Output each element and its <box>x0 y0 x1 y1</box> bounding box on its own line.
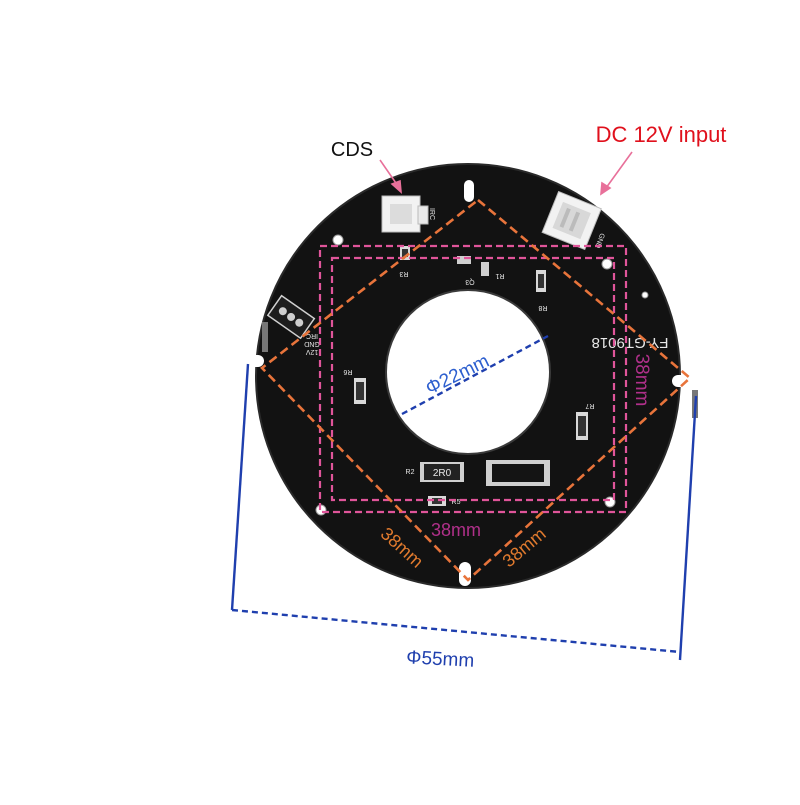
side-header <box>266 294 316 340</box>
ref-r5: R5 <box>452 499 461 506</box>
dc-connector <box>541 190 602 251</box>
ref-q3: Q3 <box>465 278 474 285</box>
cds-callout-arrow <box>379 159 402 194</box>
silkscreen: FY-GT9018 2R0 12V GND IRC IRC GND R3 Q3 … <box>304 208 668 506</box>
pin-label-gnd: GND <box>304 340 320 347</box>
pink-square-outline <box>318 244 628 514</box>
outer-diameter-label: Φ55mm <box>406 647 475 672</box>
ref-r8: R8 <box>538 304 547 311</box>
dc-input-callout-label: DC 12V input <box>596 122 727 147</box>
smd-components <box>354 246 588 506</box>
edge-contact <box>262 322 268 352</box>
orange-diamond-outline <box>260 198 692 582</box>
cds-callout-label: CDS <box>331 139 373 161</box>
ref-r7: R7 <box>585 402 594 409</box>
ref-r3: R3 <box>399 270 408 277</box>
pin-label-irc: IRC <box>306 332 318 339</box>
pcb-board <box>255 163 681 589</box>
cds-connector <box>381 195 429 233</box>
ref-r2: R2 <box>406 469 415 476</box>
dc-connector-label: GND <box>593 232 605 249</box>
square-bottom-dimension-label: 38mm <box>431 520 481 540</box>
square-right-dimension-label: 38mm <box>631 354 652 407</box>
cds-connector-label: IRC <box>428 208 435 220</box>
ref-r1: R1 <box>495 272 504 279</box>
ref-r6: R6 <box>343 368 352 375</box>
model-silkscreen: FY-GT9018 <box>592 334 669 351</box>
dc-callout-arrow <box>600 151 633 196</box>
resistor-value-silkscreen: 2R0 <box>433 468 452 479</box>
outer-diameter-dimension <box>230 363 698 661</box>
inner-diameter-line <box>401 334 549 416</box>
pin-label-12v: 12V <box>305 348 318 355</box>
